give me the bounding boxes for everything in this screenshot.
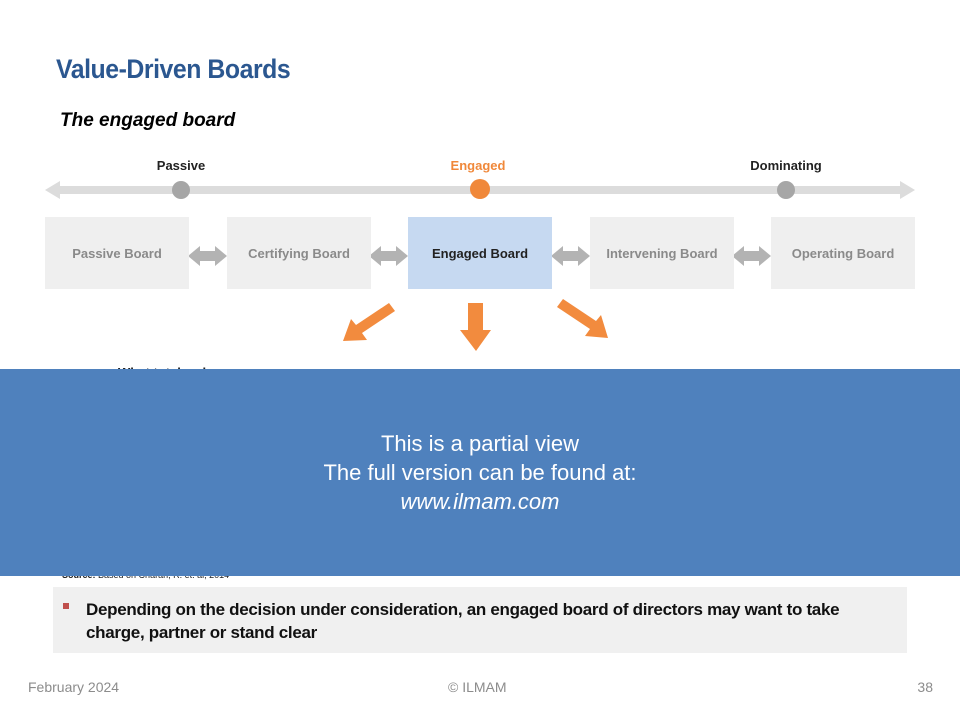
board-box-certifying: Certifying Board — [227, 217, 371, 289]
arrow-down-icon — [460, 303, 491, 351]
arrow-down-left-icon — [343, 303, 395, 341]
bullet-icon — [63, 603, 69, 609]
board-box-passive: Passive Board — [45, 217, 189, 289]
slide-title: Value-Driven Boards — [56, 54, 291, 84]
partial-view-banner: This is a partial view The full version … — [0, 369, 960, 576]
slide-subtitle: The engaged board — [60, 110, 236, 131]
arrow-down-right-icon — [557, 299, 608, 338]
footer-copyright: © ILMAM — [448, 679, 507, 695]
double-arrow-icon — [732, 246, 771, 266]
footer-date: February 2024 — [28, 679, 120, 695]
footer-page-number: 38 — [917, 679, 933, 695]
banner-line-2: The full version can be found at: — [323, 460, 637, 485]
spectrum-label-dominating: Dominating — [750, 158, 822, 173]
banner-line-1: This is a partial view — [380, 431, 580, 456]
board-box-intervening: Intervening Board — [590, 217, 734, 289]
double-arrow-icon — [369, 246, 408, 266]
key-message-callout: Depending on the decision under consider… — [53, 587, 907, 653]
banner-url-link[interactable]: www.ilmam.com — [400, 489, 560, 514]
engaged-marker — [470, 179, 490, 199]
spectrum-label-passive: Passive — [156, 158, 206, 173]
dominating-marker — [777, 181, 795, 199]
double-arrow-icon — [551, 246, 590, 266]
passive-marker — [172, 181, 190, 199]
board-box-engaged: Engaged Board — [408, 217, 552, 289]
key-message-text: Depending on the decision under consider… — [86, 600, 840, 642]
board-box-operating: Operating Board — [771, 217, 915, 289]
spectrum-label-engaged: Engaged — [450, 158, 506, 173]
double-arrow-icon — [188, 246, 227, 266]
